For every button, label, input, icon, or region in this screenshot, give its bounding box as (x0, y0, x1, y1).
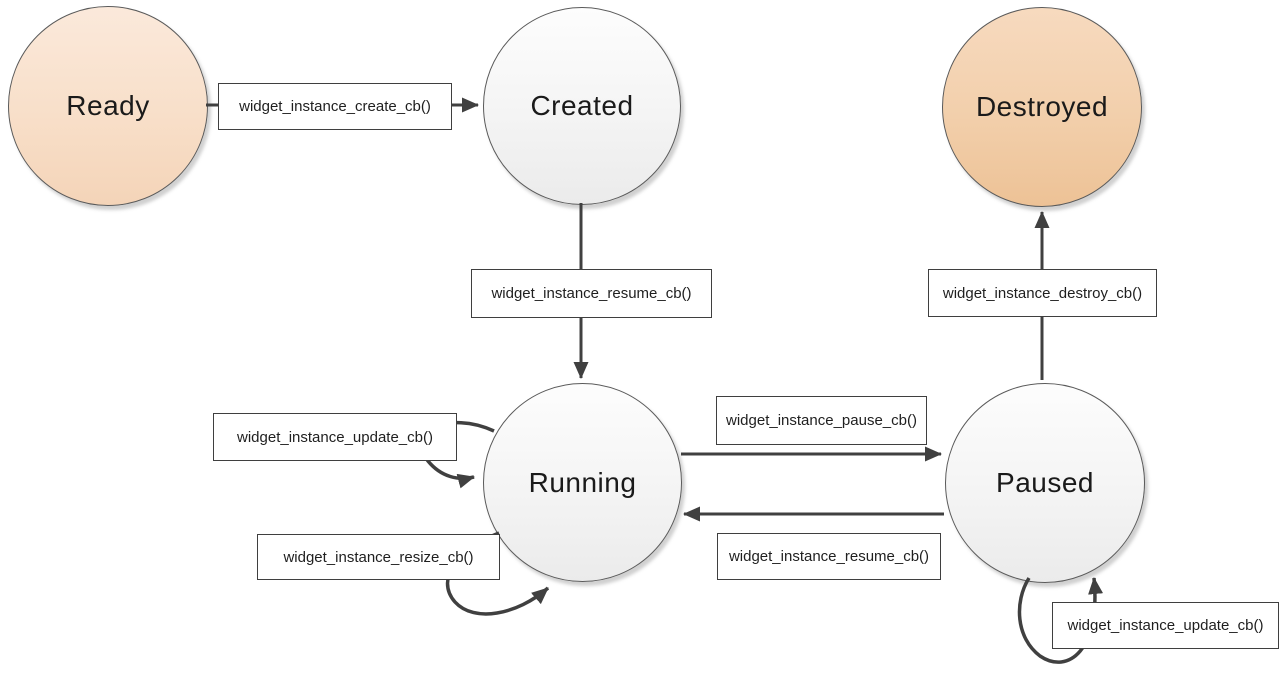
state-destroyed-label: Destroyed (975, 91, 1109, 122)
transition-label-resume-created: widget_instance_resume_cb() (471, 269, 712, 318)
state-running-label: Running (528, 466, 637, 498)
state-ready-label: Ready (66, 90, 150, 121)
transition-label-pause: widget_instance_pause_cb() (716, 396, 927, 445)
state-destroyed: Destroyed (942, 7, 1142, 207)
state-ready: Ready (8, 6, 208, 206)
transition-label-destroy: widget_instance_destroy_cb() (928, 269, 1157, 317)
state-created-label: Created (530, 90, 634, 121)
transition-label-create: widget_instance_create_cb() (218, 83, 452, 130)
transition-label-update-running: widget_instance_update_cb() (213, 413, 457, 461)
transition-label-update-paused: widget_instance_update_cb() (1052, 602, 1279, 649)
state-running: Running (483, 383, 682, 582)
state-created: Created (483, 7, 681, 205)
state-paused-label: Paused (996, 467, 1094, 498)
transition-label-resize-running: widget_instance_resize_cb() (257, 534, 500, 580)
transition-label-resume-paused: widget_instance_resume_cb() (717, 533, 941, 580)
state-paused: Paused (945, 383, 1145, 583)
